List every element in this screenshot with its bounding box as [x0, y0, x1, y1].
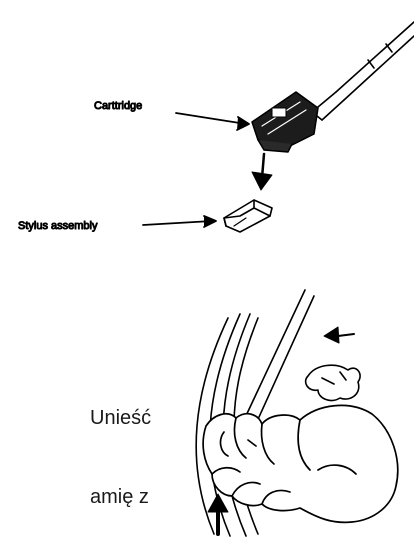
tonearm-lower [240, 290, 314, 430]
stylus-assembly-graphic [224, 200, 272, 232]
cartridge-graphic [252, 92, 318, 152]
tonearm-shaft [312, 22, 414, 120]
stylus-pointer-arrow [143, 216, 216, 227]
instruction-text-line-1: Unieść [90, 407, 151, 430]
cartridge-pointer-arrow [176, 113, 249, 130]
left-arrow-icon [324, 327, 354, 343]
stylus-assembly-label: Stylus assembly [18, 220, 98, 232]
detached-stylus-graphic [306, 365, 360, 400]
instruction-text-line-2: amię z [90, 486, 149, 509]
down-arrow-icon [252, 154, 272, 190]
hand-graphic [203, 405, 398, 522]
cartridge-label: Carttridge [94, 100, 142, 112]
